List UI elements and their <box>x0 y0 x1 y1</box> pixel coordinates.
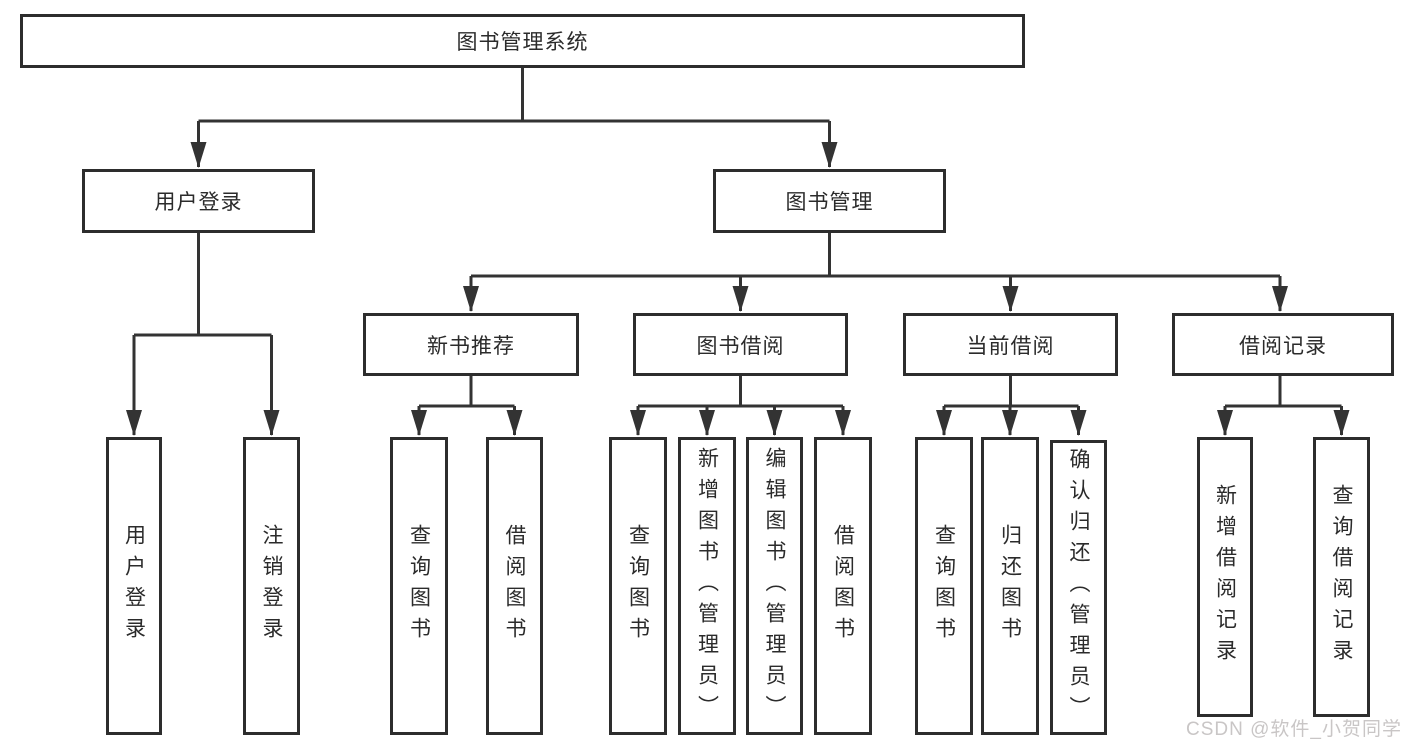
leaf-borrow-books-recommend: 借阅图书 <box>486 437 543 735</box>
node-root-label: 图书管理系统 <box>456 31 589 54</box>
leaf-logout: 注销登录 <box>243 437 300 735</box>
leaf-label: 归还图书 <box>998 524 1022 648</box>
node-borrow-records: 借阅记录 <box>1172 313 1394 376</box>
leaf-add-borrow-record: 新增借阅记录 <box>1197 437 1253 717</box>
leaf-query-books-recommend: 查询图书 <box>390 437 448 735</box>
node-book-borrow: 图书借阅 <box>633 313 848 376</box>
leaf-borrow-books: 借阅图书 <box>814 437 872 735</box>
csdn-watermark: CSDN @软件_小贺同学 <box>1186 719 1402 740</box>
leaf-return-books: 归还图书 <box>981 437 1039 735</box>
node-label: 图书借阅 <box>696 334 785 358</box>
leaf-label: 查询图书 <box>407 524 431 648</box>
leaf-label: 用户登录 <box>122 524 146 648</box>
node-new-book-recommend: 新书推荐 <box>363 313 579 376</box>
leaf-query-borrow-record: 查询借阅记录 <box>1313 437 1370 717</box>
node-book-management-branch: 图书管理 <box>713 169 946 233</box>
leaf-label: 新增图书（管理员） <box>695 446 719 726</box>
leaf-label: 注销登录 <box>260 524 283 648</box>
leaf-label: 新增借阅记录 <box>1213 484 1237 670</box>
leaf-label: 查询图书 <box>626 524 650 648</box>
leaf-label: 编辑图书（管理员） <box>763 446 786 726</box>
leaf-confirm-return-admin: 确认归还（管理员） <box>1050 440 1107 735</box>
leaf-label: 借阅图书 <box>831 524 855 648</box>
leaf-label: 查询图书 <box>932 524 956 648</box>
node-current-borrow: 当前借阅 <box>903 313 1118 376</box>
node-label: 图书管理 <box>785 191 874 214</box>
leaf-query-books-borrow: 查询图书 <box>609 437 667 735</box>
leaf-user-login: 用户登录 <box>106 437 162 735</box>
node-label: 借阅记录 <box>1239 334 1327 358</box>
leaf-label: 查询借阅记录 <box>1330 484 1353 670</box>
node-label: 新书推荐 <box>427 334 515 358</box>
leaf-edit-books-admin: 编辑图书（管理员） <box>746 437 803 735</box>
node-label: 当前借阅 <box>966 334 1055 358</box>
node-user-login-branch: 用户登录 <box>82 169 315 233</box>
node-root-library-system: 图书管理系统 <box>20 14 1025 68</box>
leaf-add-books-admin: 新增图书（管理员） <box>678 437 736 735</box>
leaf-query-books-current: 查询图书 <box>915 437 973 735</box>
leaf-label: 借阅图书 <box>503 524 526 648</box>
node-label: 用户登录 <box>154 191 243 214</box>
leaf-label: 确认归还（管理员） <box>1067 448 1090 727</box>
